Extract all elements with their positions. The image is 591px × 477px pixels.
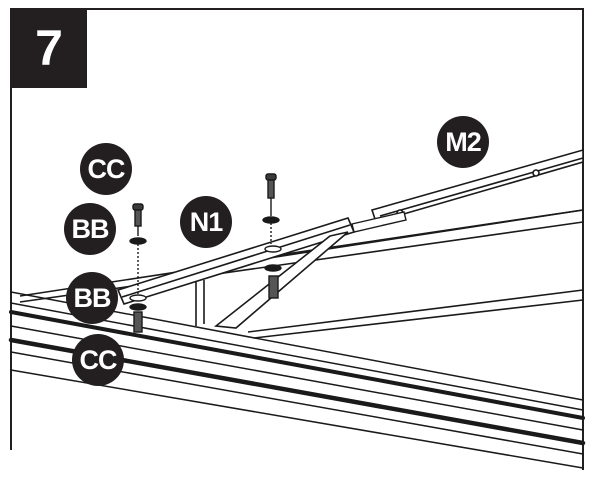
part-label-bb-top: BB: [64, 203, 116, 255]
diagram-frame: [10, 8, 584, 470]
rafter-lower: [247, 289, 584, 339]
part-label-m2: M2: [437, 116, 489, 168]
step-number: 7: [11, 9, 87, 88]
support-strut: [195, 231, 349, 329]
brace-n1: [116, 217, 356, 305]
screw-middle: [262, 173, 282, 299]
part-label-bb-bottom: BB: [66, 272, 118, 324]
screw-left: [129, 203, 147, 333]
part-label-cc-bottom: CC: [72, 334, 124, 386]
part-label-cc-top: CC: [80, 143, 132, 195]
part-label-n1: N1: [180, 196, 232, 248]
ridge-beam: [8, 291, 586, 469]
